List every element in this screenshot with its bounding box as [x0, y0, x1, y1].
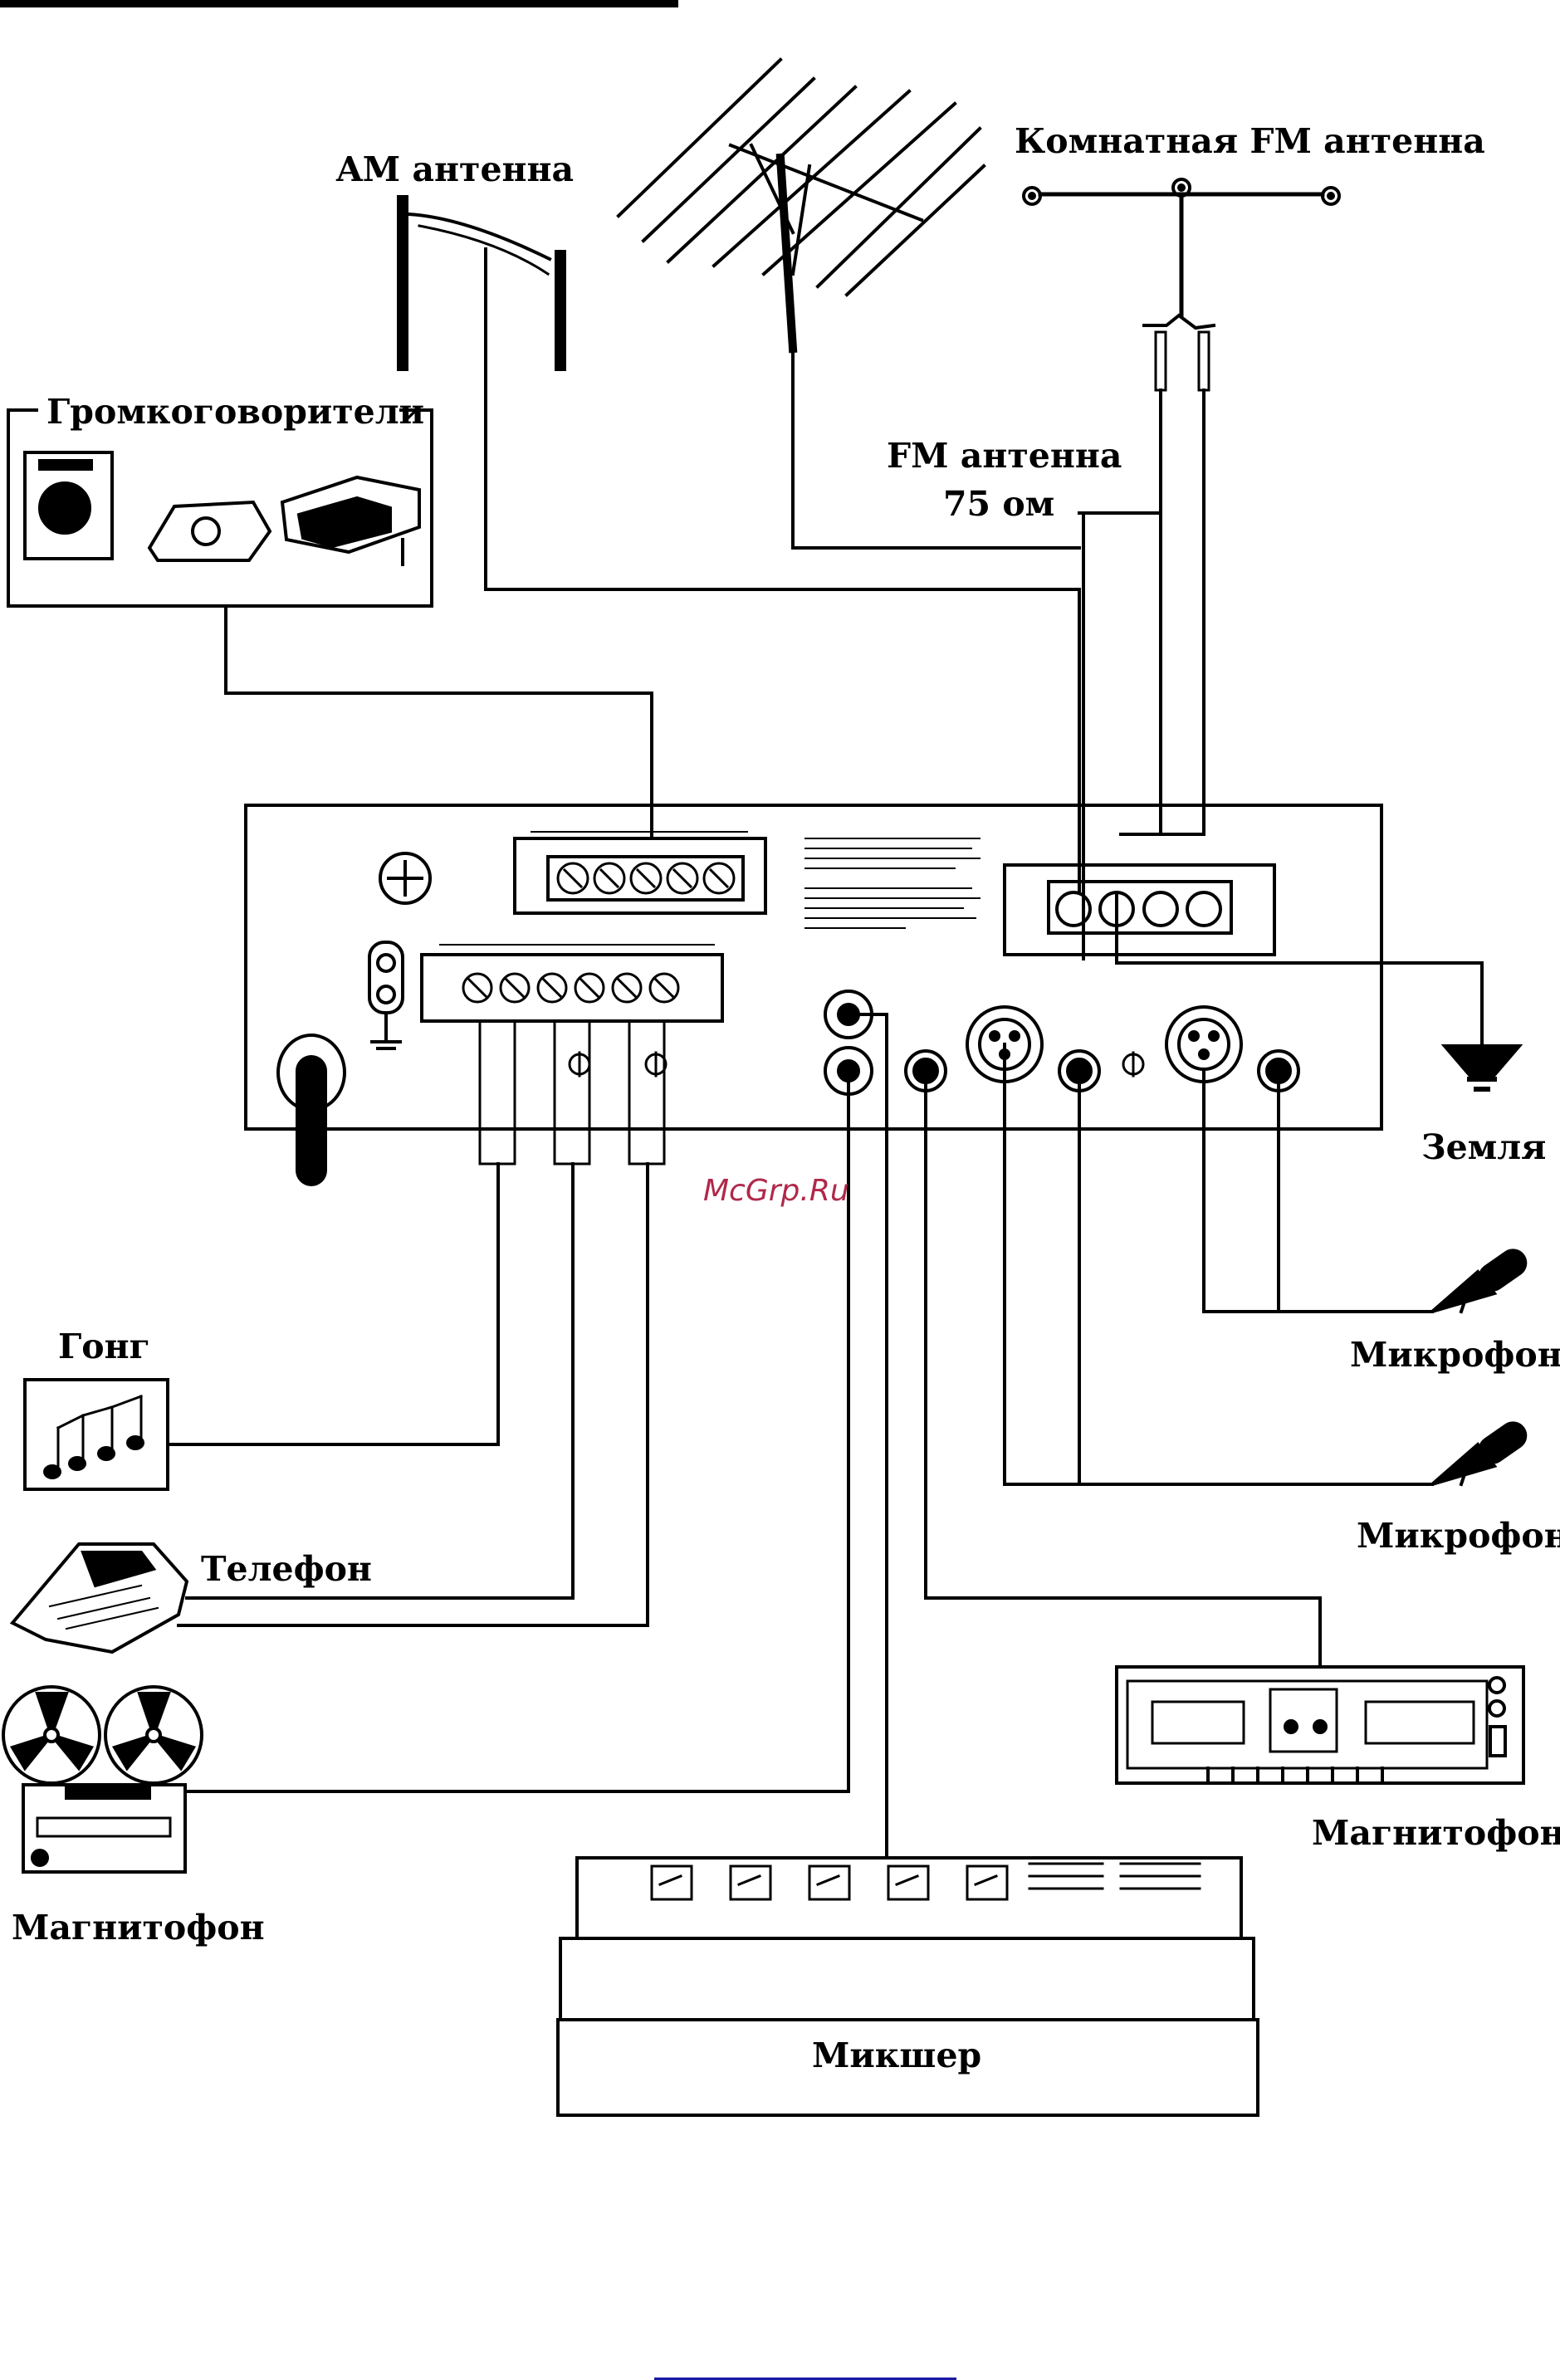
mixer-icon [558, 1014, 1258, 2115]
microphone-2-label: Микрофон [1357, 1519, 1560, 1553]
amplifier-rear-panel [246, 805, 1382, 1170]
microphone-2-icon [1005, 1044, 1530, 1484]
cassette-deck-icon [926, 1071, 1523, 1783]
fm-impedance-label: 75 ом [943, 487, 1054, 521]
cassette-deck-label: Магнитофон [1312, 1816, 1560, 1850]
am-antenna-icon [403, 201, 1078, 589]
microphone-1-label: Микрофон [1350, 1338, 1560, 1372]
chime-icon [25, 1380, 498, 1489]
fm-antenna-label: FM антенна [887, 439, 1122, 473]
indoor-fm-antenna-label: Комнатная FM антенна [1015, 125, 1485, 159]
reel-tape-recorder-label: Магнитофон [12, 1911, 265, 1945]
ground-icon [1445, 1046, 1519, 1089]
speakers-box [8, 410, 652, 838]
am-antenna-label: AM антенна [336, 153, 574, 187]
microphone-1-icon [1204, 1071, 1530, 1312]
ground-label: Земля [1421, 1131, 1546, 1165]
telephone-label: Телефон [201, 1552, 372, 1586]
indoor-fm-antenna-icon [1024, 179, 1339, 834]
input-leads [480, 1021, 664, 1625]
speakers-label: Громкоговорители [46, 395, 424, 429]
watermark-logo: McGrp.Ru [703, 1176, 849, 1206]
mixer-label: Микшер [812, 2039, 981, 2073]
chime-label: Гонг [58, 1330, 150, 1364]
